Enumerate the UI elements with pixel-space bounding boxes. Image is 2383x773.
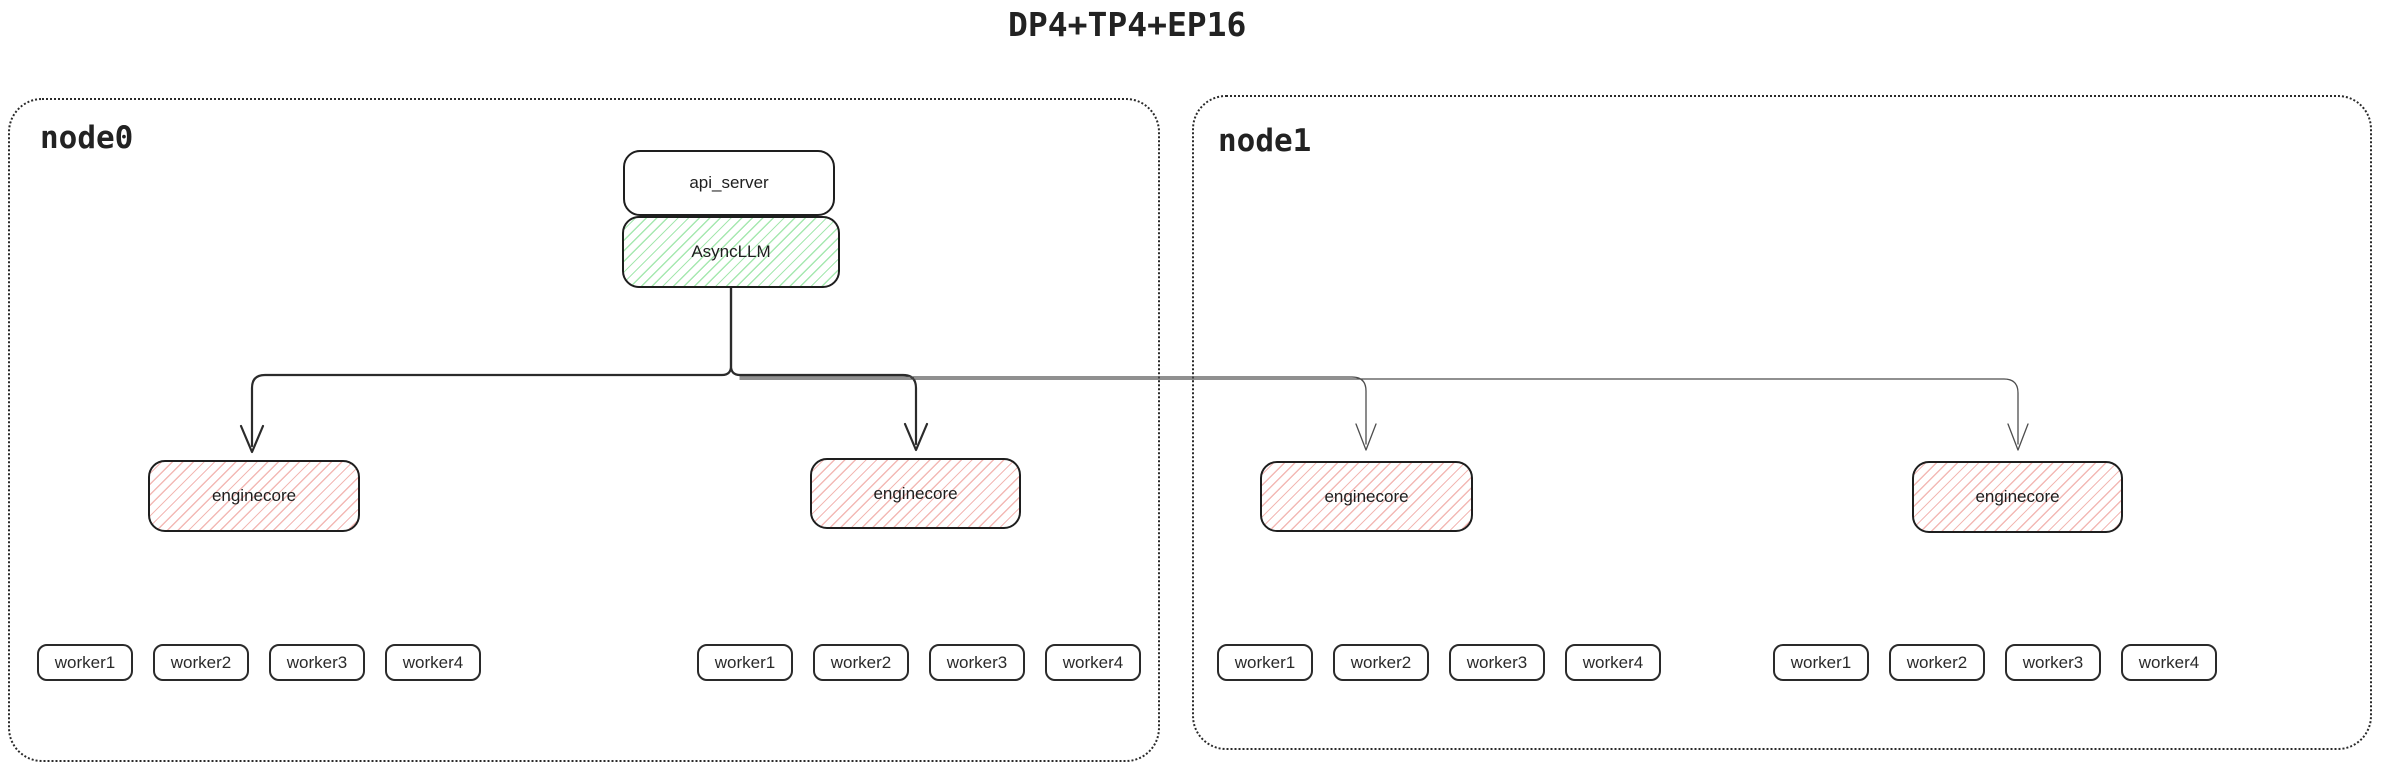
arrow-asyncllm-to-enginecore1 [729, 286, 929, 452]
asyncllm-label: AsyncLLM [691, 242, 771, 261]
worker-box: worker2 [153, 644, 249, 681]
worker-box: worker4 [1565, 644, 1661, 681]
enginecore-box: enginecore [1912, 461, 2123, 533]
worker-box: worker1 [37, 644, 133, 681]
worker-label: worker2 [1906, 652, 1968, 672]
worker-label: worker1 [1790, 652, 1852, 672]
node0-container: node0 [8, 98, 1160, 762]
node1-container: node1 [1192, 95, 2372, 750]
worker-label: worker2 [830, 652, 892, 672]
worker-box: worker4 [2121, 644, 2217, 681]
worker-label: worker1 [714, 652, 776, 672]
worker-box: worker4 [1045, 644, 1141, 681]
worker-box: worker2 [813, 644, 909, 681]
enginecore-label: enginecore [211, 486, 297, 505]
worker-box: worker3 [2005, 644, 2101, 681]
enginecore-box: enginecore [1260, 461, 1473, 532]
enginecore-label: enginecore [873, 483, 958, 503]
enginecore-label: enginecore [1324, 486, 1409, 506]
worker-label: worker4 [1062, 652, 1124, 672]
worker-group: worker1 worker2 worker3 worker4 [1217, 644, 1661, 681]
node1-label: node1 [1218, 123, 1312, 159]
worker-box: worker1 [697, 644, 793, 681]
worker-label: worker4 [2138, 652, 2200, 672]
worker-box: worker1 [1217, 644, 1313, 681]
asyncllm-box: AsyncLLM [622, 216, 840, 288]
arrow-asyncllm-to-enginecore0 [239, 286, 733, 454]
worker-box: worker3 [929, 644, 1025, 681]
api-server-box: api_server [623, 150, 835, 216]
worker-box: worker3 [269, 644, 365, 681]
worker-label: worker1 [1234, 652, 1296, 672]
worker-label: worker3 [946, 652, 1008, 672]
enginecore-box: enginecore [810, 458, 1021, 529]
node0-label: node0 [40, 120, 134, 156]
worker-group: worker1 worker2 worker3 worker4 [1773, 644, 2217, 681]
worker-box: worker3 [1449, 644, 1545, 681]
diagram-title: DP4+TP4+EP16 [1008, 5, 1247, 44]
enginecore-box: enginecore [148, 460, 360, 532]
worker-label: worker2 [1350, 652, 1412, 672]
arrow-asyncllm-to-enginecore3 [739, 378, 2029, 451]
worker-label: worker4 [1582, 652, 1644, 672]
worker-group: worker1 worker2 worker3 worker4 [37, 644, 481, 681]
worker-label: worker3 [286, 652, 348, 672]
worker-label: worker3 [2022, 652, 2084, 672]
worker-box: worker2 [1889, 644, 1985, 681]
api-server-label: api_server [689, 173, 769, 192]
enginecore-label: enginecore [1975, 487, 2060, 506]
worker-box: worker2 [1333, 644, 1429, 681]
worker-label: worker4 [402, 652, 464, 672]
worker-label: worker1 [54, 652, 116, 672]
worker-label: worker3 [1466, 652, 1528, 672]
worker-box: worker1 [1773, 644, 1869, 681]
arrow-asyncllm-to-enginecore2 [739, 376, 1377, 451]
worker-group: worker1 worker2 worker3 worker4 [697, 644, 1141, 681]
worker-box: worker4 [385, 644, 481, 681]
worker-label: worker2 [170, 652, 232, 672]
